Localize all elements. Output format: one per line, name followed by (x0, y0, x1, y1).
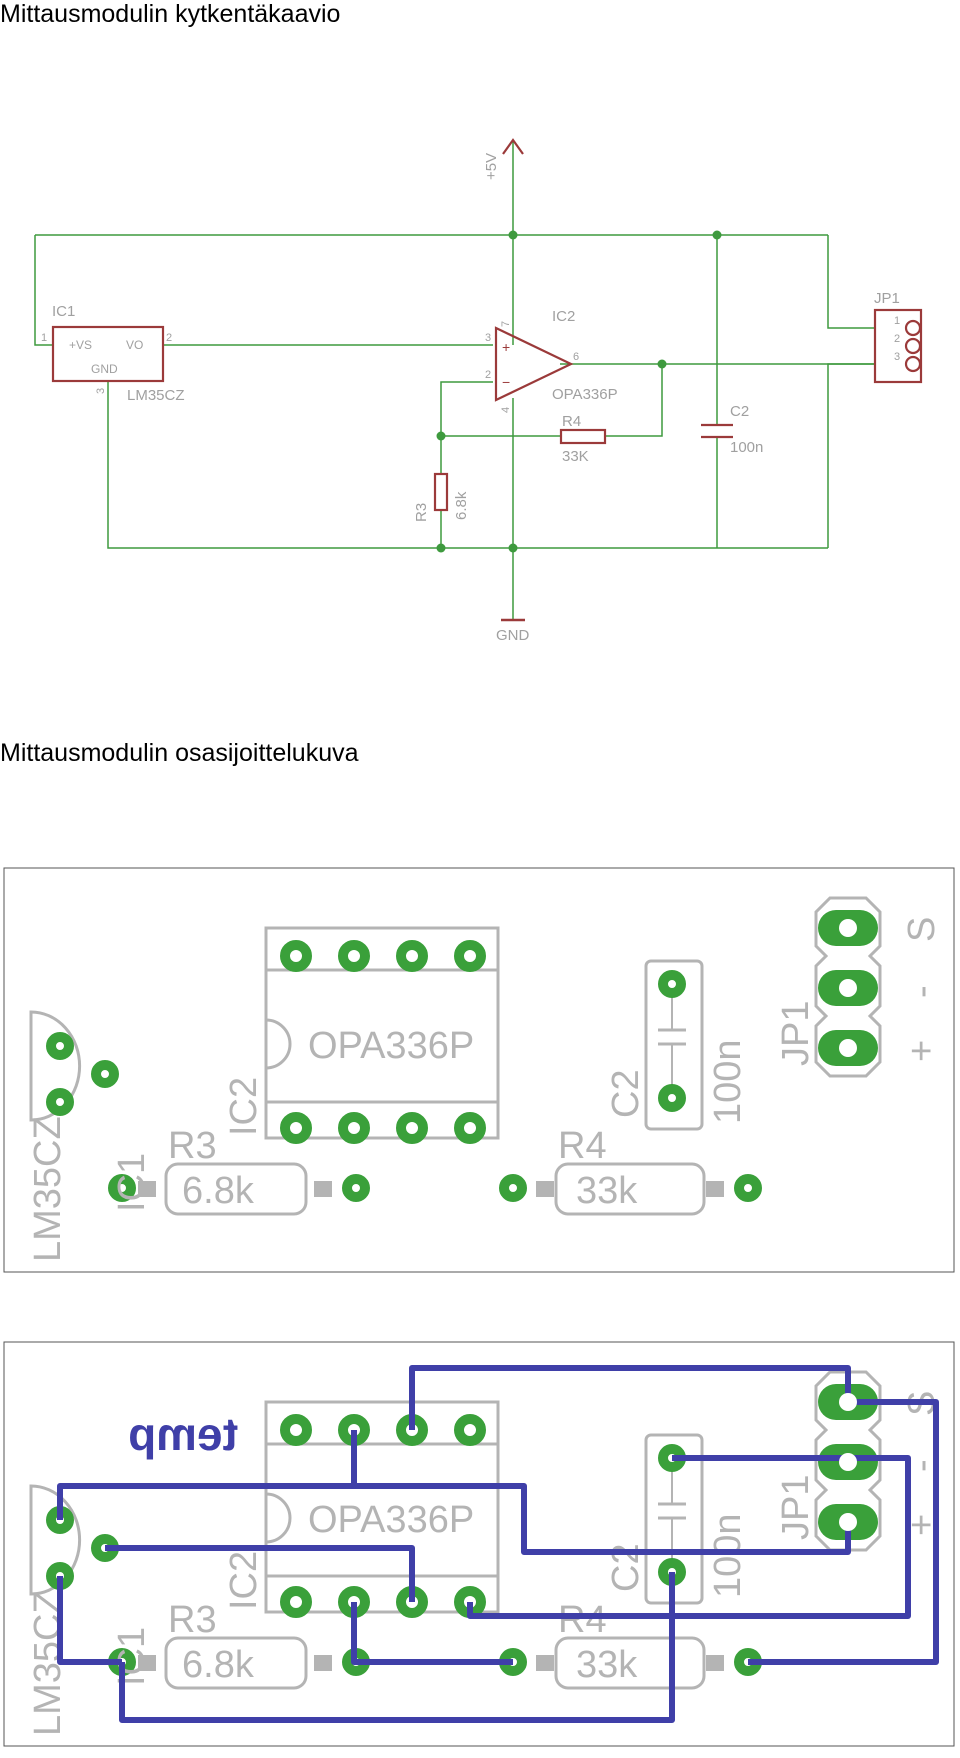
ic2-pin2-number: 2 (485, 369, 491, 381)
ic2-pin4-number: 4 (500, 407, 512, 413)
pin-minus-label: - (901, 985, 943, 998)
r3-name-label: R3 (168, 1125, 217, 1167)
vcc-arrow-icon (502, 138, 524, 155)
ic2-name: IC2 (552, 308, 575, 325)
r3-value-label: 6.8k (182, 1644, 255, 1686)
ic2-name-label: IC2 (223, 1077, 265, 1136)
schematic-wires (34, 140, 875, 620)
ic1-body (51, 325, 165, 383)
pin-plus-label: + (901, 1514, 943, 1536)
board-outline (3, 1341, 955, 1747)
schematic-diagram: +5V GND IC1 LM35CZ +VS VO GND 1 2 3 IC2 … (34, 138, 923, 644)
board-outline (3, 867, 955, 1273)
r4-name-label: R4 (558, 1125, 607, 1167)
ic1-value: LM35CZ (127, 387, 185, 404)
c2-name-label: C2 (605, 1069, 647, 1118)
ic2-pin-plus: + (502, 339, 510, 355)
r3-outline (164, 1162, 308, 1216)
r4-name-label: R4 (558, 1599, 607, 1641)
supply-label: +5V (483, 153, 500, 180)
ic2-name-label: IC2 (223, 1551, 265, 1610)
jp1-pin3 (904, 355, 922, 373)
schematic-junctions (436, 230, 722, 553)
ic1-outline (29, 1010, 82, 1122)
ic2-pin7-number: 7 (500, 321, 512, 327)
ic1-name-label: IC1 (111, 1153, 153, 1212)
r3-resistor (433, 472, 449, 512)
c2-outline (644, 959, 704, 1131)
ic2-outline (264, 926, 500, 1140)
pin-plus-label: + (901, 1040, 943, 1062)
ic2-value-label: OPA336P (308, 1499, 474, 1541)
r4-outline (554, 1162, 706, 1216)
jp1-pin2 (904, 337, 922, 355)
jp1-name-label: JP1 (775, 1001, 817, 1066)
ic2-pin-minus: − (502, 374, 510, 390)
ic1-pin1-number: 1 (41, 332, 47, 344)
copper-traces (57, 1365, 939, 1723)
pcb-routing-view: LM35CZ IC1 IC2 OPA336P R3 6.8k R4 33k C2… (3, 1341, 955, 1747)
ic2-value: OPA336P (552, 386, 618, 403)
pin-s-label: S (901, 917, 943, 942)
c2-value-label: 100n (707, 1039, 749, 1124)
schematic-heading: Mittausmodulin kytkentäkaavio (0, 0, 341, 28)
pin-minus-label: - (901, 1459, 943, 1472)
jp1-outline (814, 896, 882, 1078)
ic2-pin3-number: 3 (485, 332, 491, 344)
r3-value: 6.8k (453, 491, 470, 520)
ground-label: GND (496, 627, 530, 644)
r3-name: R3 (413, 503, 430, 522)
r4-value-label: 33k (576, 1644, 638, 1686)
ic2-notch (265, 1018, 292, 1070)
ic2-value-label: OPA336P (308, 1025, 474, 1067)
jp1-pin2-number: 2 (894, 333, 900, 345)
r4-name: R4 (562, 413, 581, 430)
component-placement-view: LM35CZ IC1 IC2 OPA336P R3 6.8k R4 33k C2… (3, 867, 955, 1273)
jp1-name-label: JP1 (775, 1475, 817, 1540)
ic1-value-label: LM35CZ (27, 1116, 69, 1262)
placement-pads (46, 940, 762, 1202)
c2-name: C2 (730, 403, 749, 420)
jp1-pin1-number: 1 (894, 315, 900, 327)
mirrored-temp-label: temp (128, 1408, 238, 1460)
placement-heading: Mittausmodulin osasijoittelukuva (0, 739, 359, 767)
ic2-pin6-number: 6 (573, 351, 579, 363)
jp1-name: JP1 (874, 290, 900, 307)
c2-value-label: 100n (707, 1513, 749, 1598)
r4-value-label: 33k (576, 1170, 638, 1212)
r3-value-label: 6.8k (182, 1170, 255, 1212)
r3-name-label: R3 (168, 1599, 217, 1641)
r4-resistor (559, 428, 607, 445)
jp1-pin1 (904, 319, 922, 337)
r4-value: 33K (562, 448, 589, 465)
c2-value: 100n (730, 439, 763, 456)
ic1-pin-gnd: GND (91, 362, 118, 376)
ic1-pin-vo: VO (126, 338, 143, 352)
ic1-pin-vs: +VS (69, 338, 92, 352)
opamp-symbol (494, 326, 574, 402)
ic1-pin2-number: 2 (166, 332, 172, 344)
ic1-name-label: IC1 (111, 1627, 153, 1686)
ic1-name: IC1 (52, 303, 75, 320)
jp1-pin3-number: 3 (894, 351, 900, 363)
ic1-pin3-number: 3 (95, 388, 107, 394)
